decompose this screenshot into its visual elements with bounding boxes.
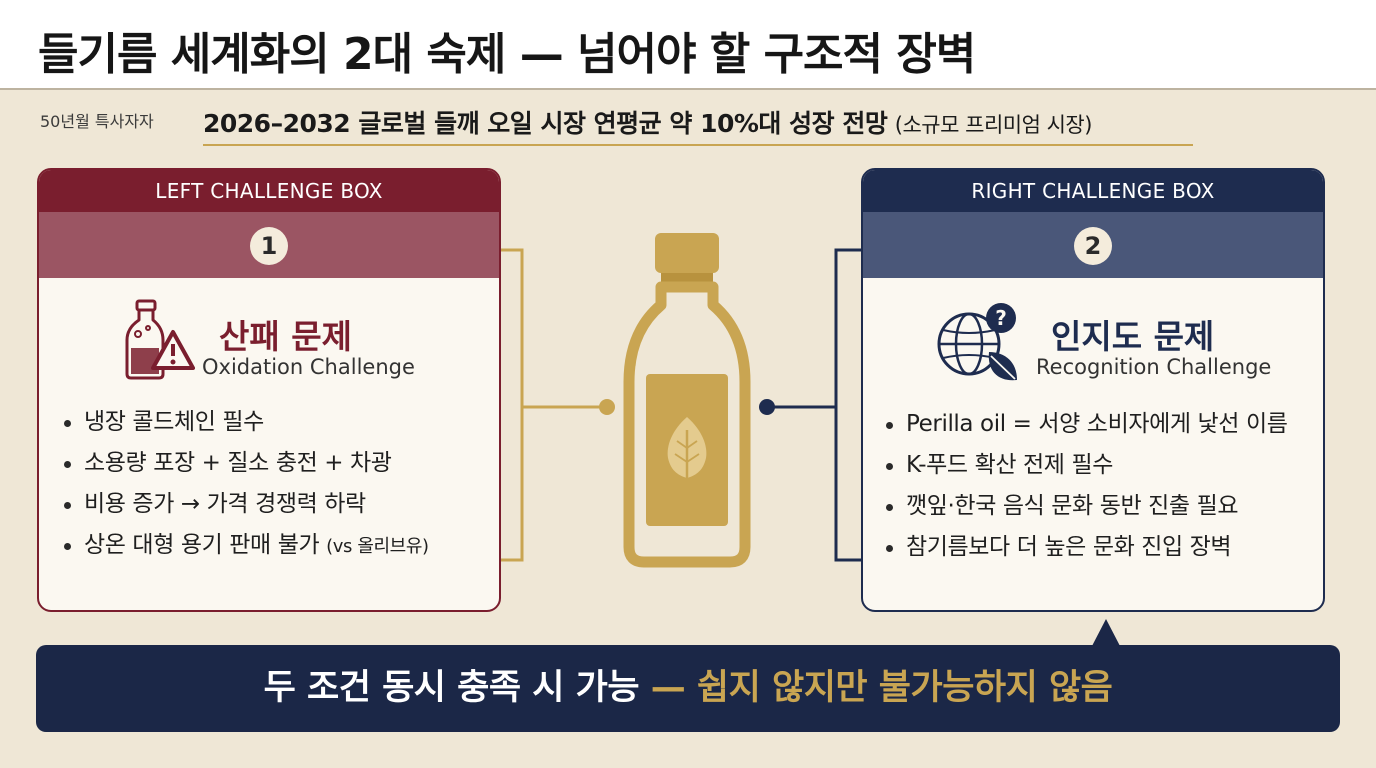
banner-highlight-text: — 쉽지 않지만 불가능하지 않음 xyxy=(650,668,1113,708)
left-number-badge: 1 xyxy=(250,227,288,265)
oil-bottle-warning-icon xyxy=(125,299,195,380)
header-bar: 들기름 세계화의 2대 숙제 — 넘어야 할 구조적 장벽 xyxy=(0,0,1376,90)
right-bullet-list: Perilla oil = 서양 소비자에게 낯선 이름 K-푸드 확산 전제 … xyxy=(884,404,1288,568)
svg-text:?: ? xyxy=(995,306,1007,330)
right-box-subtitle: Recognition Challenge xyxy=(1036,355,1272,379)
left-bullet-note: (vs 올리브유) xyxy=(326,536,429,557)
left-box-title: 산패 문제 xyxy=(219,317,352,356)
left-bullet-main: 상온 대형 용기 판매 불가 xyxy=(84,532,320,558)
left-number-band: 1 xyxy=(39,212,499,278)
right-connector xyxy=(759,248,861,562)
globe-question-leaf-icon: ? xyxy=(937,303,1017,381)
right-bullet-item: K-푸드 확산 전제 필수 xyxy=(884,445,1287,486)
right-box-title: 인지도 문제 xyxy=(1051,317,1215,356)
perilla-oil-bottle-icon xyxy=(623,233,751,568)
left-bullet-item: 비용 증가 → 가격 경쟁력 하락 xyxy=(62,484,429,525)
right-bullet-item: Perilla oil = 서양 소비자에게 낯선 이름 xyxy=(884,404,1288,445)
left-challenge-box: LEFT CHALLENGE BOX 1 산패 문제 Oxidation Cha… xyxy=(37,168,501,612)
left-box-header: LEFT CHALLENGE BOX xyxy=(39,170,499,212)
left-bullet-item: 상온 대형 용기 판매 불가 (vs 올리브유) xyxy=(62,525,429,566)
right-bullet-item: 깻잎·한국 음식 문화 동반 진출 필요 xyxy=(884,486,1287,527)
banner-main-text: 두 조건 동시 충족 시 가능 xyxy=(263,668,640,708)
page-title: 들기름 세계화의 2대 숙제 — 넘어야 할 구조적 장벽 xyxy=(38,29,976,80)
left-connector xyxy=(497,248,615,562)
market-forecast-subtitle: 2026–2032 글로벌 들깨 오일 시장 연평균 약 10%대 성장 전망 … xyxy=(203,104,1193,146)
right-number-band: 2 xyxy=(863,212,1323,278)
left-bullet-item: 소용량 포장 + 질소 충전 + 차광 xyxy=(62,443,429,484)
right-challenge-box: RIGHT CHALLENGE BOX 2 ? 인지도 문제 Recogniti… xyxy=(861,168,1325,612)
left-box-subtitle: Oxidation Challenge xyxy=(202,355,415,379)
subtitle-note: (소규모 프리미엄 시장) xyxy=(894,113,1093,137)
conclusion-banner: 두 조건 동시 충족 시 가능 — 쉽지 않지만 불가능하지 않음 xyxy=(36,645,1340,732)
banner-pointer xyxy=(1092,619,1120,646)
right-bullet-item: 참기름보다 더 높은 문화 진입 장벽 xyxy=(884,527,1287,568)
right-number-badge: 2 xyxy=(1074,227,1112,265)
source-label: 50년월 특사자자 xyxy=(40,112,154,131)
right-box-header: RIGHT CHALLENGE BOX xyxy=(863,170,1323,212)
subtitle-main: 2026–2032 글로벌 들깨 오일 시장 연평균 약 10%대 성장 전망 xyxy=(203,109,888,138)
left-bullet-list: 냉장 콜드체인 필수 소용량 포장 + 질소 충전 + 차광 비용 증가 → 가… xyxy=(62,402,429,566)
left-bullet-item: 냉장 콜드체인 필수 xyxy=(62,402,429,443)
